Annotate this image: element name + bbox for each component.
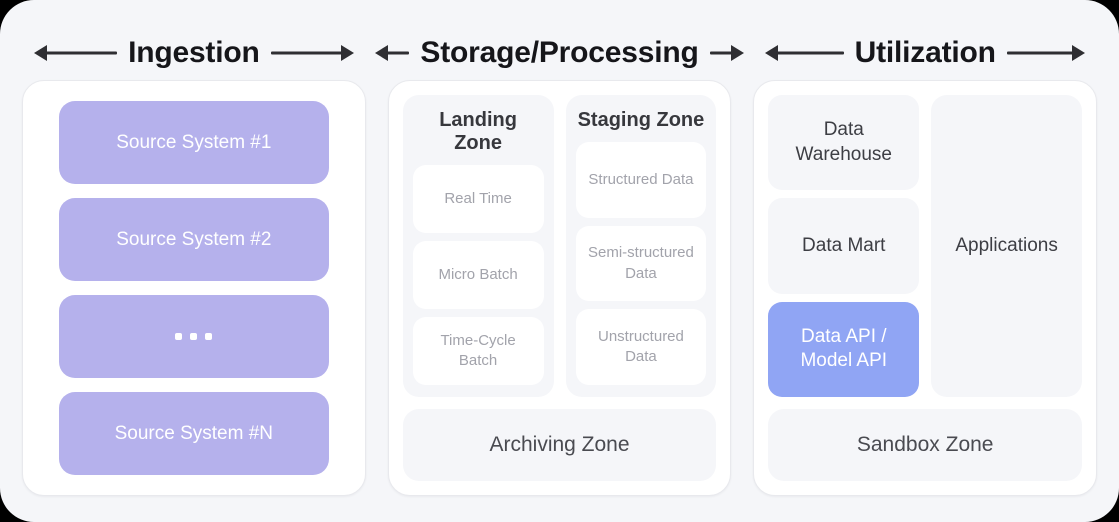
zone-item[interactable]: Time-Cycle Batch [412, 317, 544, 385]
zone-item[interactable]: Micro Batch [412, 241, 544, 309]
column-title-storage-processing: Storage/Processing [420, 36, 699, 69]
zone-row: Landing Zone Real Time Micro Batch Time-… [402, 95, 717, 397]
arrow-right-icon [1006, 44, 1086, 62]
zone-archiving[interactable]: Archiving Zone [402, 409, 717, 481]
column-title-ingestion: Ingestion [128, 36, 260, 69]
panel-utilization: Data Warehouse Data Mart Data API / Mode… [753, 80, 1098, 496]
source-system-card[interactable]: Source System #1 [59, 101, 329, 184]
panel-ingestion: Source System #1 Source System #2 Source… [22, 80, 366, 496]
arrow-right-icon [709, 44, 744, 62]
zone-title-staging: Staging Zone [577, 109, 705, 131]
utilization-card-stack: Data Warehouse Data Mart Data API / Mode… [768, 95, 920, 397]
zone-item[interactable]: Unstructured Data [575, 309, 707, 386]
column-utilization: Utilization Data Warehouse Data Mart Dat… [753, 26, 1098, 496]
source-system-ellipsis-card[interactable] [59, 295, 329, 378]
source-system-list: Source System #1 Source System #2 Source… [37, 95, 351, 481]
ellipsis-icon [175, 333, 213, 340]
zone-item[interactable]: Real Time [412, 165, 544, 233]
column-title-utilization: Utilization [854, 36, 996, 69]
zone-landing[interactable]: Landing Zone Real Time Micro Batch Time-… [402, 95, 554, 397]
column-header-storage-processing: Storage/Processing [375, 26, 744, 80]
zone-staging[interactable]: Staging Zone Structured Data Semi-struct… [565, 95, 717, 397]
arrow-left-icon [34, 44, 118, 62]
source-system-card[interactable]: Source System #N [59, 392, 329, 475]
zone-landing-items: Real Time Micro Batch Time-Cycle Batch [412, 165, 544, 385]
column-ingestion: Ingestion Source System #1 Source System… [22, 26, 366, 496]
utilization-row: Data Warehouse Data Mart Data API / Mode… [768, 95, 1083, 397]
zone-title-landing: Landing Zone [439, 109, 517, 154]
card-data-warehouse[interactable]: Data Warehouse [768, 95, 920, 191]
zone-sandbox[interactable]: Sandbox Zone [768, 409, 1083, 481]
column-header-ingestion: Ingestion [22, 26, 366, 80]
card-applications[interactable]: Applications [931, 95, 1083, 397]
panel-storage-processing: Landing Zone Real Time Micro Batch Time-… [387, 80, 732, 496]
zone-item[interactable]: Semi-structured Data [575, 225, 707, 302]
arrow-right-icon [270, 44, 354, 62]
column-storage-processing: Storage/Processing Landing Zone Real Tim… [375, 26, 744, 496]
card-data-api-model-api[interactable]: Data API / Model API [768, 301, 920, 397]
arrow-left-icon [765, 44, 844, 62]
card-data-mart[interactable]: Data Mart [768, 198, 920, 294]
zone-staging-items: Structured Data Semi-structured Data Uns… [575, 142, 707, 386]
zone-item[interactable]: Structured Data [575, 142, 707, 218]
source-system-card[interactable]: Source System #2 [59, 198, 329, 281]
column-header-utilization: Utilization [753, 26, 1097, 80]
arrow-left-icon [375, 44, 410, 62]
